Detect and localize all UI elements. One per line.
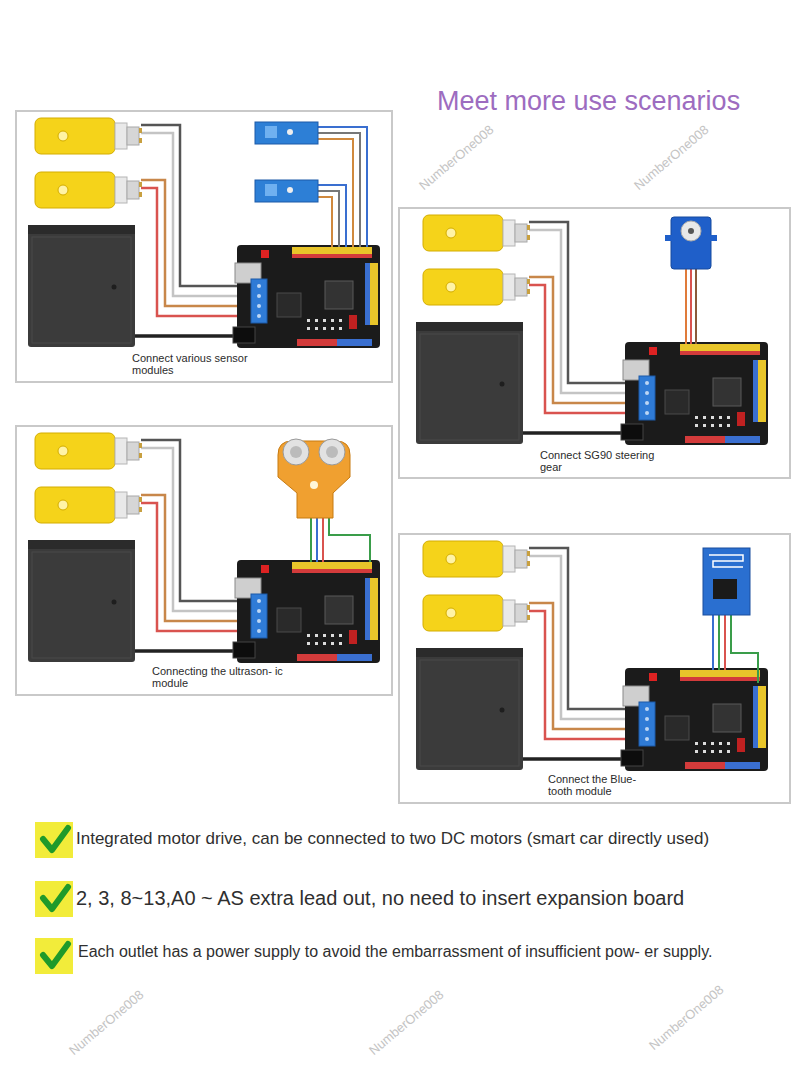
page-title: Meet more use scenarios	[437, 86, 740, 117]
ultrasonic-scene	[28, 433, 380, 663]
scene-panel: Connect the Blue- tooth module	[398, 533, 791, 804]
scene-panel: Connect SG90 steering gear	[398, 207, 791, 479]
feature-text: Integrated motor drive, can be connected…	[76, 829, 794, 849]
feature-text: Each outlet has a power supply to avoid …	[78, 942, 713, 961]
panel-caption: Connecting the ultrason- ic module	[150, 665, 286, 689]
watermark: NumberOne008	[631, 122, 712, 193]
sensor-scene	[28, 118, 380, 348]
watermark: NumberOne008	[366, 987, 447, 1058]
check-mark	[35, 881, 73, 917]
panel-caption: Connect SG90 steering gear	[538, 449, 667, 473]
check-mark	[35, 822, 73, 858]
servo-scene	[416, 215, 768, 445]
panel-caption: Connect various sensor modules	[130, 352, 274, 376]
scene-panel: Connect various sensor modules	[15, 110, 393, 383]
scene-panel: Connecting the ultrason- ic module	[15, 425, 393, 696]
panel-caption: Connect the Blue- tooth module	[546, 773, 658, 797]
watermark: NumberOne008	[646, 982, 727, 1053]
feature-text: 2, 3, 8~13,A0 ~ AS extra lead out, no ne…	[76, 886, 794, 910]
check-mark	[35, 938, 73, 974]
bluetooth-scene	[416, 541, 768, 771]
watermark: NumberOne008	[416, 122, 497, 193]
watermark: NumberOne008	[66, 987, 147, 1058]
